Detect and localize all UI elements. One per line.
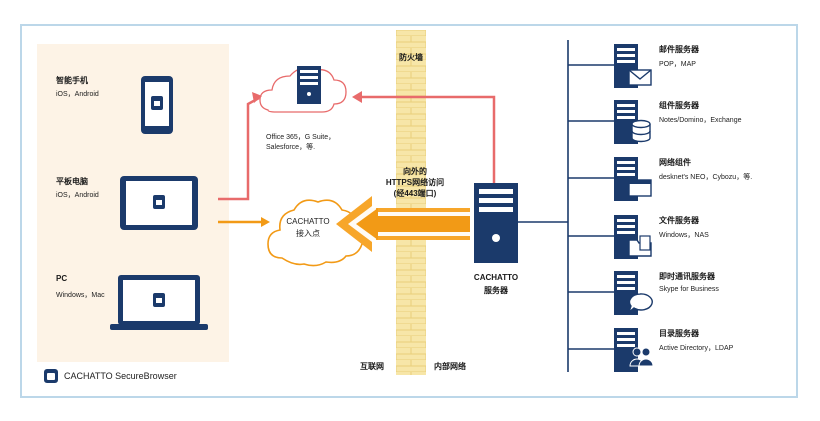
device-title: 平板电脑 bbox=[56, 177, 88, 186]
red-arrow-server-to-cloud bbox=[358, 95, 496, 185]
access-point-label-line2: 接入点 bbox=[296, 229, 320, 238]
server-desc: POP，MAP bbox=[659, 61, 696, 68]
device-title: PC bbox=[56, 274, 68, 283]
mail-icon bbox=[628, 69, 652, 86]
laptop-icon bbox=[110, 275, 208, 330]
firewall-wall bbox=[396, 30, 426, 375]
server-label-line2: 服务器 bbox=[484, 286, 508, 295]
database-icon bbox=[631, 119, 651, 143]
saas-label-line2: Salesforce，等. bbox=[266, 144, 316, 151]
cachatto-server-icon bbox=[474, 183, 518, 263]
server-title: 邮件服务器 bbox=[659, 45, 699, 54]
server-label-line1: CACHATTO bbox=[473, 273, 519, 282]
app-name-label: CACHATTO SecureBrowser bbox=[64, 371, 177, 381]
server-desc: Skype for Business bbox=[659, 286, 719, 293]
outbound-label-line3: (经443端口) bbox=[393, 189, 437, 198]
server-title: 网络组件 bbox=[659, 158, 691, 167]
securebrowser-logo-icon bbox=[44, 369, 58, 383]
access-point-label-line1: CACHATTO bbox=[286, 217, 330, 226]
saas-label-line1: Office 365，G Suite， bbox=[266, 134, 336, 141]
folder-files-icon bbox=[628, 235, 652, 257]
server-title: 组件服务器 bbox=[659, 101, 699, 110]
device-os: iOS，Android bbox=[56, 192, 99, 199]
users-icon bbox=[629, 347, 654, 367]
server-desc: Active Directory，LDAP bbox=[659, 345, 734, 352]
outbound-label-line2: HTTPS网络访问 bbox=[385, 178, 445, 187]
firewall-label: 防火墙 bbox=[399, 53, 423, 62]
device-os: Windows，Mac bbox=[56, 292, 105, 299]
https-big-arrow bbox=[336, 196, 470, 252]
red-arrow-to-cloud bbox=[218, 96, 260, 201]
server-title: 即时通讯服务器 bbox=[659, 272, 715, 281]
server-desc: desknet's NEO，Cybozu，等. bbox=[659, 174, 753, 181]
tablet-icon bbox=[120, 176, 198, 230]
server-title: 文件服务器 bbox=[659, 216, 699, 225]
server-title: 目录服务器 bbox=[659, 329, 699, 338]
outbound-label-line1: 向外的 bbox=[403, 167, 427, 176]
server-desc: Windows，NAS bbox=[659, 232, 709, 239]
chat-bubble-icon bbox=[627, 293, 653, 315]
device-title: 智能手机 bbox=[56, 76, 88, 85]
intranet-label: 内部网络 bbox=[434, 362, 466, 371]
device-os: iOS，Android bbox=[56, 91, 99, 98]
server-desc: Notes/Domino，Exchange bbox=[659, 117, 742, 124]
saas-server-icon bbox=[297, 66, 321, 104]
browser-window-icon bbox=[628, 179, 652, 197]
internet-label: 互联网 bbox=[360, 362, 384, 371]
smartphone-icon bbox=[141, 76, 173, 134]
